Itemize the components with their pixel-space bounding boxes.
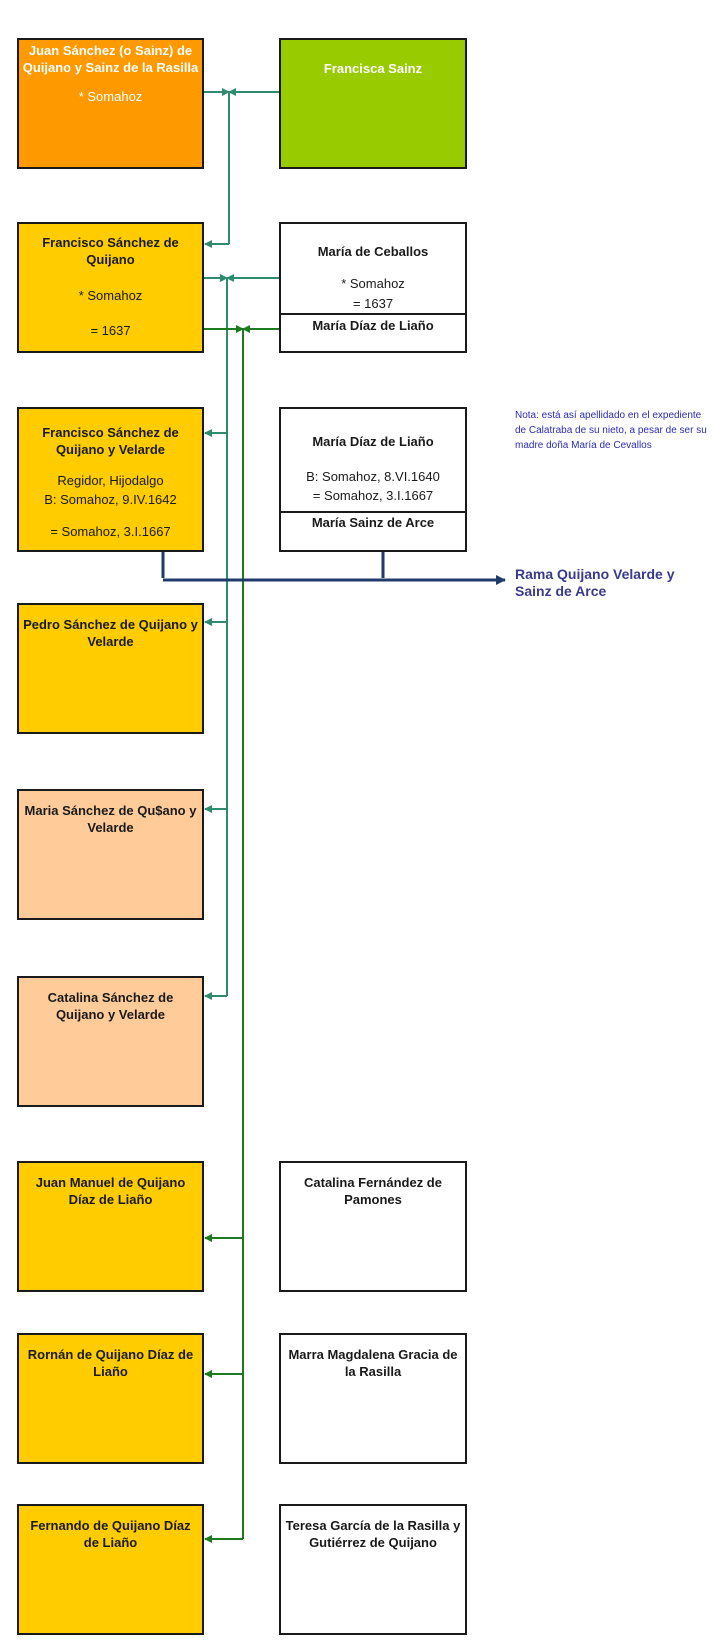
marriage-line-gen2-green [203,325,279,1543]
person-name: Teresa García de la Rasilla y Gutiérrez … [285,1518,461,1550]
person-detail: B: Somahoz, 9.IV.1642 [44,492,177,507]
note-text: Nota: está así apellidado en el expedien… [515,410,707,451]
second-spouse-name: María Sainz de Arce [311,515,435,530]
branch-arrow [161,552,506,585]
person-name: Catalina Fernández de Pamones [304,1175,442,1207]
person-detail: * Somahoz [78,89,143,104]
person-name: María Díaz de Liaño [312,434,434,449]
person-name: Juan Sánchez (o Sainz) de Quijano y Sain… [22,43,199,75]
person-name: Francisco Sánchez de Quijano [42,235,179,267]
person-maria-sanchez: Maria Sánchez de Qu$ano y Velarde [17,789,204,920]
marriage-line-gen2-teal [203,274,279,1000]
spouse-divider [281,511,465,513]
person-juan-sanchez: Juan Sánchez (o Sainz) de Quijano y Sain… [17,38,204,169]
person-name: Maria Sánchez de Qu$ano y Velarde [24,803,197,835]
person-name: Rornán de Quijano Díaz de Liaño [27,1347,194,1379]
person-pedro-sanchez: Pedro Sánchez de Quijano y Velarde [17,603,204,734]
person-detail: = Somahoz, 3.I.1667 [312,488,434,503]
person-francisco-sanchez-de-quijano-y-velarde: Francisco Sánchez de Quijano y Velarde R… [17,407,204,552]
person-name: Francisca Sainz [323,61,423,76]
person-detail: = 1637 [90,323,131,338]
person-name: Fernando de Quijano Díaz de Liaño [30,1518,191,1550]
person-name: Marra Magdalena Gracia de la Rasilla [288,1347,458,1379]
person-name: Pedro Sánchez de Quijano y Velarde [23,617,198,649]
person-francisca-sainz: Francisca Sainz [279,38,467,169]
branch-label: Rama Quijano Velarde y Sainz de Arce [515,566,675,599]
second-spouse-name: María Díaz de Liaño [312,318,434,333]
person-detail: * Somahoz [341,276,405,291]
spouse-divider [281,313,465,315]
person-name: Juan Manuel de Quijano Díaz de Liaño [35,1175,186,1207]
marriage-line-gen1 [203,88,279,248]
person-maria-de-ceballos: María de Ceballos * Somahoz = 1637 María… [279,222,467,353]
person-name: María de Ceballos [317,244,429,259]
person-maria-diaz-de-liano: María Díaz de Liaño B: Somahoz, 8.VI.164… [279,407,467,552]
person-marra-magdalena: Marra Magdalena Gracia de la Rasilla [279,1333,467,1464]
person-catalina-fernandez: Catalina Fernández de Pamones [279,1161,467,1292]
person-fernando: Fernando de Quijano Díaz de Liaño [17,1504,204,1635]
person-detail: = 1637 [352,296,394,311]
person-juan-manuel: Juan Manuel de Quijano Díaz de Liaño [17,1161,204,1292]
person-francisco-sanchez-de-quijano: Francisco Sánchez de Quijano * Somahoz =… [17,222,204,353]
person-detail: B: Somahoz, 8.VI.1640 [306,469,440,484]
person-teresa-garcia: Teresa García de la Rasilla y Gutiérrez … [279,1504,467,1635]
person-roman: Rornán de Quijano Díaz de Liaño [17,1333,204,1464]
person-detail: * Somahoz [78,288,143,303]
person-detail: = Somahoz, 3.I.1667 [50,524,171,539]
person-catalina-sanchez: Catalina Sánchez de Quijano y Velarde [17,976,204,1107]
person-detail: Regidor, Hijodalgo [57,473,164,488]
person-name: Francisco Sánchez de Quijano y Velarde [42,425,179,457]
person-name: Catalina Sánchez de Quijano y Velarde [47,990,174,1022]
